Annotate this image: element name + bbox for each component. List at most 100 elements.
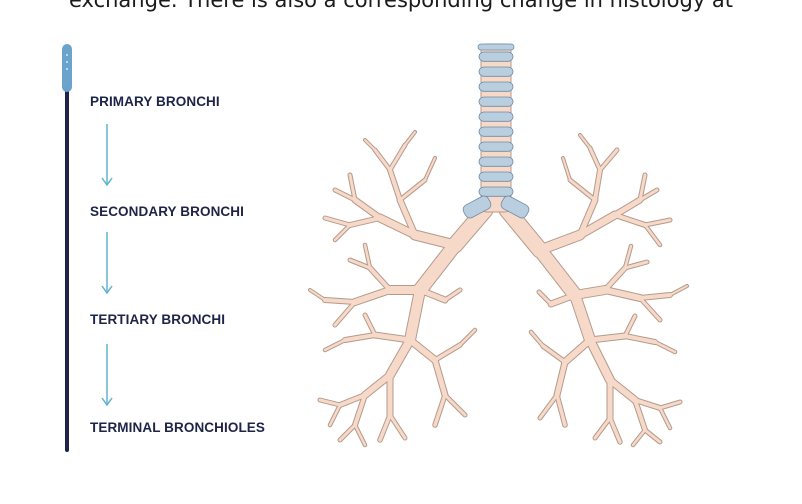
- airway-branch: [424, 157, 436, 181]
- airway-branch: [363, 313, 377, 337]
- airway-branch: [368, 266, 392, 292]
- label-secondary-bronchi: SECONDARY BRONCHI: [90, 204, 244, 219]
- airway-branch: [417, 287, 448, 303]
- airway-branch: [535, 230, 585, 255]
- airway-branch: [499, 202, 548, 258]
- airway-branch: [562, 157, 571, 181]
- airway-branch: [608, 416, 622, 444]
- airway-branch: [538, 393, 559, 420]
- cartilage-ring: [478, 156, 514, 167]
- airway-branch: [623, 334, 657, 344]
- arrow-down-icon: [101, 232, 113, 295]
- airway-branch: [388, 168, 402, 202]
- airway-branch: [405, 285, 425, 345]
- airway-branch: [323, 216, 352, 227]
- airway-branch: [410, 230, 460, 250]
- airway-branch: [631, 428, 647, 447]
- airway-branch: [433, 393, 447, 427]
- airway-branch: [433, 343, 462, 362]
- airway-branch: [364, 139, 376, 151]
- cartilage-ring: [478, 126, 514, 137]
- airway-branch: [362, 372, 393, 398]
- bronchial-tree-diagram: [308, 43, 689, 448]
- label-terminal-bronchioles: TERMINAL BRONCHIOLES: [90, 420, 266, 435]
- airway-branch: [348, 216, 382, 227]
- airway-branch: [443, 393, 467, 417]
- airway-branch: [309, 289, 326, 301]
- airway-branch: [333, 223, 352, 242]
- airway-branch: [669, 285, 688, 296]
- airway-branch: [588, 146, 602, 172]
- hierarchy-bar: [62, 44, 72, 452]
- bronchial-tree: [308, 130, 689, 448]
- airway-branch: [541, 344, 567, 364]
- airway-branch: [607, 377, 638, 403]
- airway-branch: [343, 333, 377, 342]
- cartilage-ring: [478, 81, 514, 92]
- cartilage-ring: [477, 43, 515, 51]
- airway-branch: [658, 400, 682, 410]
- airway-branch: [613, 213, 647, 227]
- airway-branch: [548, 292, 578, 307]
- arrow-down-icon: [101, 124, 113, 187]
- airway-branch: [404, 131, 416, 146]
- airway-branch: [388, 413, 407, 440]
- airway-branch: [373, 148, 392, 172]
- airway-branch: [537, 290, 553, 306]
- airway-branch: [602, 287, 643, 301]
- airway-branch: [586, 336, 614, 384]
- airway-branch: [323, 338, 347, 352]
- airway-branch: [388, 143, 407, 172]
- airway-branch: [372, 332, 413, 343]
- airway-branch: [407, 337, 438, 363]
- airway-branch: [562, 337, 593, 365]
- airway-branch: [333, 188, 357, 202]
- airway-branch: [458, 328, 477, 347]
- airway-branch: [378, 413, 392, 442]
- label-primary-bronchi: PRIMARY BRONCHI: [90, 94, 220, 109]
- airway-branch: [533, 243, 582, 302]
- airway-branch: [398, 178, 427, 202]
- airway-branch: [579, 134, 591, 149]
- airway-branch: [612, 197, 643, 218]
- airway-branch: [397, 197, 418, 238]
- cartilage-ring: [478, 96, 514, 107]
- airway-branch: [348, 258, 372, 270]
- cartilage-ring: [478, 111, 514, 122]
- airway-branch: [643, 218, 672, 227]
- airway-branch: [633, 398, 662, 410]
- airway-branch: [638, 296, 662, 322]
- airway-branch: [658, 406, 672, 430]
- airway-branch: [623, 244, 633, 270]
- airway-branch: [338, 393, 367, 407]
- airway-branch: [593, 168, 602, 202]
- airway-branch: [328, 403, 342, 427]
- airway-branch: [593, 416, 612, 440]
- airway-branch: [318, 398, 342, 407]
- airway-branch: [348, 173, 357, 202]
- airway-branch: [638, 188, 659, 202]
- airway-branch: [353, 423, 367, 447]
- airway-branch: [333, 300, 357, 327]
- arrow-down-icon: [101, 344, 113, 407]
- airway-branch: [638, 293, 672, 300]
- airway-branch: [623, 314, 637, 338]
- airway-branch: [587, 333, 628, 343]
- airway-branch: [576, 211, 619, 239]
- label-tertiary-bronchi: TERTIARY BRONCHI: [90, 312, 226, 327]
- bar-stem: [65, 84, 69, 452]
- cartilage-ring: [478, 51, 514, 62]
- bar-cap: [62, 44, 72, 92]
- airway-branch: [323, 298, 357, 304]
- airway-branch: [570, 290, 595, 345]
- airway-branch: [352, 197, 383, 221]
- airway-branch: [623, 260, 649, 270]
- airway-branch: [638, 173, 647, 202]
- airway-branch: [633, 398, 647, 432]
- cartilage-ring: [462, 195, 492, 219]
- airway-branch: [555, 393, 567, 427]
- airway-branch: [568, 178, 597, 202]
- airway-branch: [529, 330, 545, 348]
- airway-branch: [598, 148, 619, 172]
- airway-branch: [643, 428, 662, 444]
